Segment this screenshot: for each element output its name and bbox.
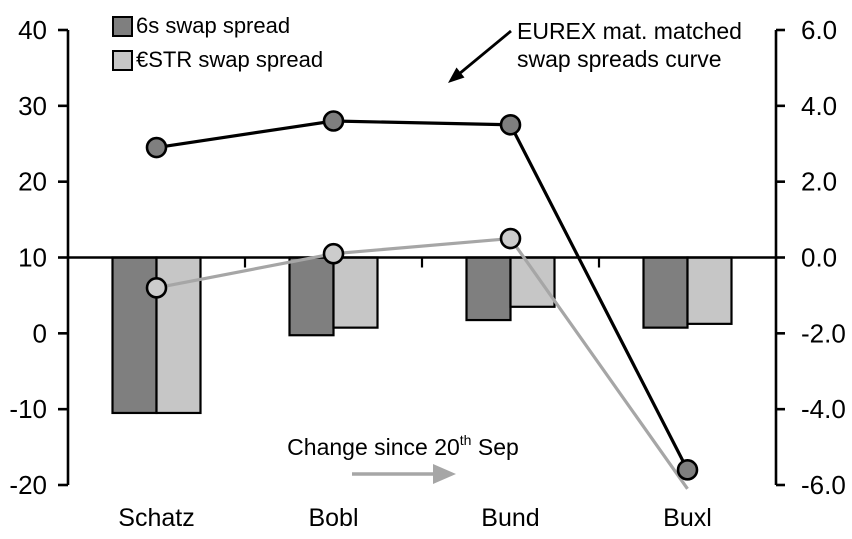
legend: 6s swap spread €STR swap spread: [112, 11, 323, 79]
annotation-arrow-head-icon: [448, 67, 465, 83]
annotation-eurex-line1: EUREX mat. matched: [517, 18, 742, 44]
legend-swatch-6s: [112, 15, 133, 37]
legend-item-6s: 6s swap spread: [112, 11, 323, 41]
legend-label-estr: €STR swap spread: [136, 47, 324, 72]
right-axis-label: 6.0: [801, 15, 837, 45]
right-axis-label: -2.0: [801, 318, 846, 348]
marker-estr-curve-schatz: [145, 277, 168, 299]
left-axis-label: 10: [18, 243, 47, 273]
bar-estr-change-bund: [509, 256, 556, 308]
x-label-bund: Bund: [481, 504, 539, 532]
right-axis-label: 4.0: [801, 91, 837, 121]
bar-6s-change-bobl: [288, 256, 335, 337]
bar-6s-change-bund: [465, 256, 512, 322]
annotation-change-note: Change since 20th Sep: [253, 432, 553, 461]
x-label-schatz: Schatz: [118, 504, 194, 532]
marker-6s-curve-buxl: [676, 459, 699, 481]
left-axis-label: 30: [18, 91, 47, 121]
marker-estr-curve-bund: [499, 227, 522, 250]
legend-label-6s: 6s swap spread: [136, 13, 291, 38]
bar-6s-change-buxl: [642, 256, 689, 329]
annotation-eurex-line2: swap spreads curve: [517, 46, 722, 72]
left-axis-label: -10: [9, 394, 47, 424]
left-axis-label: -20: [9, 470, 47, 500]
change-note-superscript: th: [459, 432, 472, 449]
annotation-arrow-line: [458, 29, 512, 76]
bar-estr-change-buxl: [686, 256, 733, 325]
change-note-prefix: Change since 20: [287, 434, 460, 460]
x-label-buxl: Buxl: [663, 504, 712, 532]
line-estr-curve: [156, 236, 689, 490]
bar-estr-change-bobl: [332, 256, 379, 329]
marker-6s-curve-schatz: [145, 136, 168, 159]
x-label-bobl: Bobl: [308, 504, 358, 532]
legend-item-estr: €STR swap spread: [112, 45, 323, 75]
marker-6s-curve-bund: [499, 113, 522, 136]
left-axis-label: 20: [18, 167, 47, 197]
legend-swatch-estr: [112, 49, 133, 71]
right-axis-label: -4.0: [801, 394, 846, 424]
right-axis-label: 2.0: [801, 167, 837, 197]
right-axis-label: -6.0: [801, 470, 846, 500]
change-arrow-head-icon: [433, 464, 456, 484]
change-note-suffix: Sep: [471, 434, 519, 460]
left-axis-label: 0: [33, 318, 47, 348]
marker-estr-curve-bobl: [322, 242, 345, 265]
right-axis-label: 0.0: [801, 243, 837, 273]
marker-6s-curve-bobl: [322, 110, 345, 132]
annotation-eurex: EUREX mat. matched swap spreads curve: [517, 17, 742, 73]
left-axis-label: 40: [18, 15, 47, 45]
line-6s-curve: [156, 119, 689, 471]
